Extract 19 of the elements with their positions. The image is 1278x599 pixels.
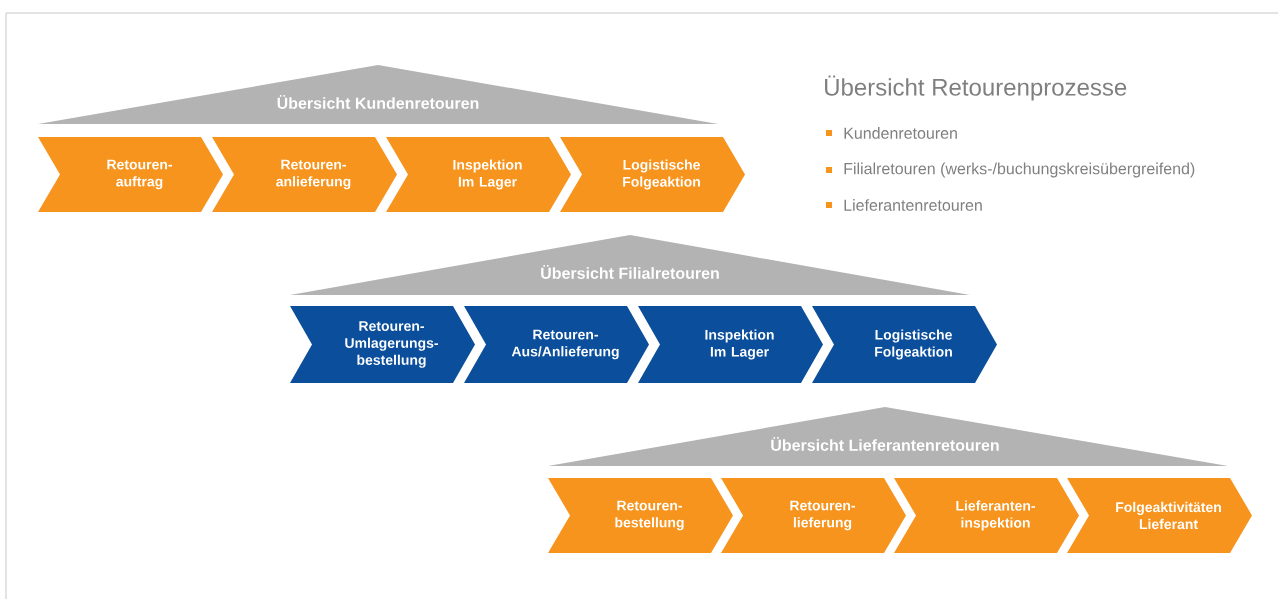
bullet-text: Filialretouren (werks-/buchungskreisübergreifend) [844, 162, 1195, 178]
bullet-text: Lieferantenretouren [844, 199, 982, 211]
triangle-header: Übersicht Lieferantenretouren [548, 407, 1228, 466]
process-step: Logistische Folgeaktion [812, 306, 997, 383]
triangle-header: Übersicht Kundenretouren [38, 65, 718, 124]
process-step: Inspektion Im Lager [386, 137, 571, 212]
process-step: Inspektion Im Lager [638, 306, 823, 383]
process-step: Retouren-Aus/Anlieferung [464, 306, 649, 383]
process-step: Logistische Folgeaktion [560, 137, 745, 212]
triangle-header: Übersicht Filialretouren [290, 235, 970, 295]
process-step: Retouren-Umlagerungs-bestellung [290, 306, 475, 383]
process-step: Retouren-lieferung [721, 478, 906, 553]
bullet-text: Kundenretouren [844, 127, 957, 139]
process-step: Lieferanten-inspektion [894, 478, 1079, 553]
process-step: Folgeaktivitäten Lieferant [1067, 478, 1252, 553]
process-step: Retouren-bestellung [548, 478, 733, 553]
process-step: Retouren-auftrag [38, 137, 223, 212]
heading: Übersicht Retourenprozesse [825, 75, 1127, 101]
process-step: Retouren-anlieferung [212, 137, 397, 212]
